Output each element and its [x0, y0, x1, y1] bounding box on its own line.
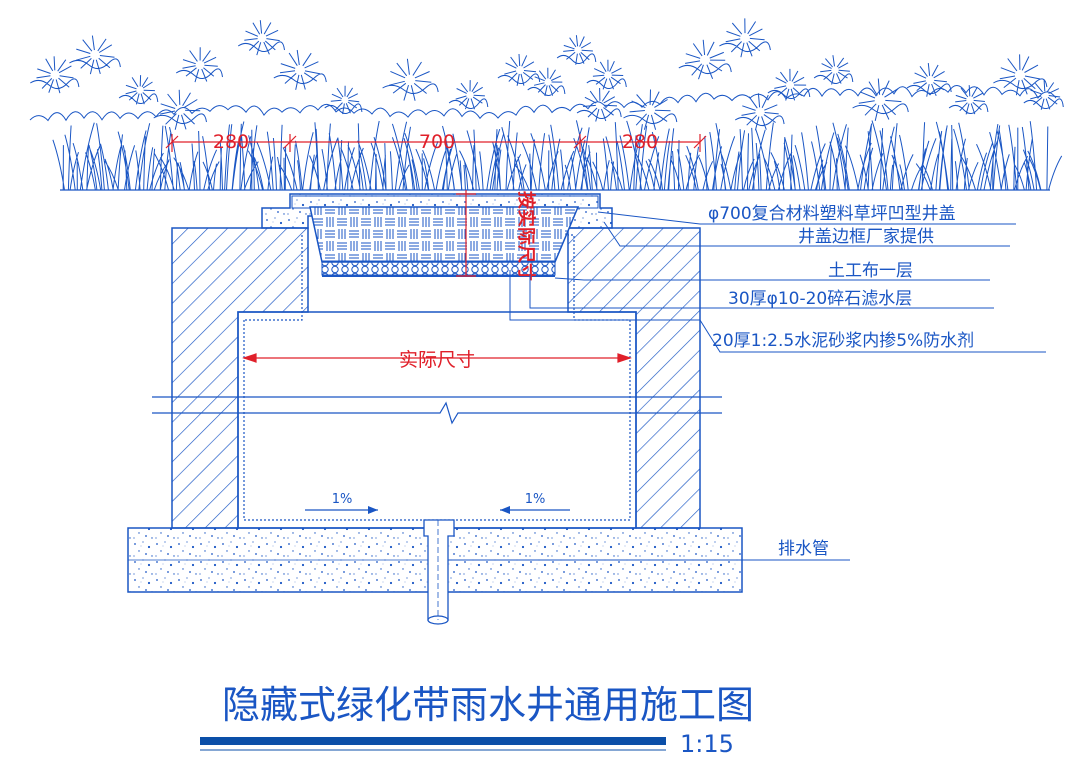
well-wall-left [171, 227, 309, 529]
grass-vegetation [52, 120, 1063, 191]
callout-cover: φ700复合材料塑料草坪凹型井盖 [708, 204, 956, 224]
slope-indicator-left: 1% [305, 492, 378, 514]
well-inner-cavity [237, 311, 637, 529]
break-line [152, 396, 722, 425]
mortar-lining-left [244, 235, 303, 321]
shrub-foliage [29, 18, 1064, 131]
callout-geotextile: 土工布一层 [828, 261, 913, 281]
dim-center-width: 700 [419, 131, 455, 153]
dim-inner-width: 实际尺寸 [399, 349, 475, 371]
slope-label-left: 1% [332, 492, 353, 507]
cover-depth-dimension-line [456, 190, 476, 277]
drain-pipe [423, 519, 455, 625]
top-dimension-line [165, 134, 707, 152]
inner-width-dimension-line [242, 353, 632, 363]
drawing-title: 隐藏式绿化带雨水井通用施工图 [222, 683, 754, 727]
grass-blades [52, 120, 1063, 191]
shrub-starbursts [30, 18, 1064, 131]
callout-gravel: 30厚φ10-20碎石滤水层 [728, 289, 912, 309]
callout-frame: 井盖边框厂家提供 [798, 227, 934, 247]
callout-leaders [448, 211, 1046, 561]
canopy-outline [29, 85, 1057, 122]
callout-mortar: 20厚1:2.5水泥砂浆内掺5%防水剂 [712, 331, 974, 351]
callout-drain-pipe: 排水管 [778, 539, 829, 559]
well-wall-right [567, 227, 701, 529]
grass-paver-cover [309, 206, 580, 263]
slope-label-right: 1% [525, 492, 546, 507]
drawing-scale: 1:15 [680, 730, 734, 758]
slope-indicator-right: 1% [500, 492, 570, 514]
title-underline-bar [200, 737, 666, 745]
dim-left-width: 280 [213, 131, 249, 153]
dim-right-width: 280 [622, 131, 658, 153]
dim-cover-depth: 按实际尺寸 [515, 191, 537, 281]
